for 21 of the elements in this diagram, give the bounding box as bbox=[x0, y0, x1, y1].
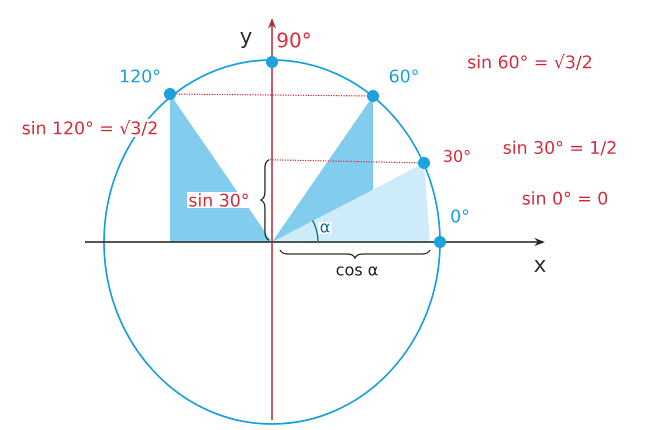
angle-label: 30° bbox=[442, 148, 473, 164]
angle-label: 0° bbox=[448, 208, 472, 224]
point bbox=[367, 90, 379, 102]
axis-label: x bbox=[532, 258, 548, 274]
formula: sin 0° = 0 bbox=[520, 190, 610, 206]
formula: sin 120° = √3/2 bbox=[20, 118, 160, 138]
axis-label: y bbox=[238, 30, 254, 50]
formula: sin 60° = √3/2 bbox=[466, 52, 594, 72]
angle-label: 60° bbox=[387, 68, 421, 84]
brace bbox=[260, 159, 270, 241]
point bbox=[164, 88, 176, 100]
angle-label: α bbox=[318, 222, 332, 234]
point bbox=[266, 56, 278, 68]
point bbox=[418, 157, 430, 169]
formula: sin 30° bbox=[187, 192, 251, 208]
angle-label: 90° bbox=[274, 31, 314, 49]
formula: sin 30° = 1/2 bbox=[501, 139, 619, 157]
point bbox=[434, 236, 446, 248]
formula: cos α bbox=[334, 265, 380, 277]
angle-label: 120° bbox=[118, 68, 162, 84]
dotted-line bbox=[268, 159, 418, 164]
